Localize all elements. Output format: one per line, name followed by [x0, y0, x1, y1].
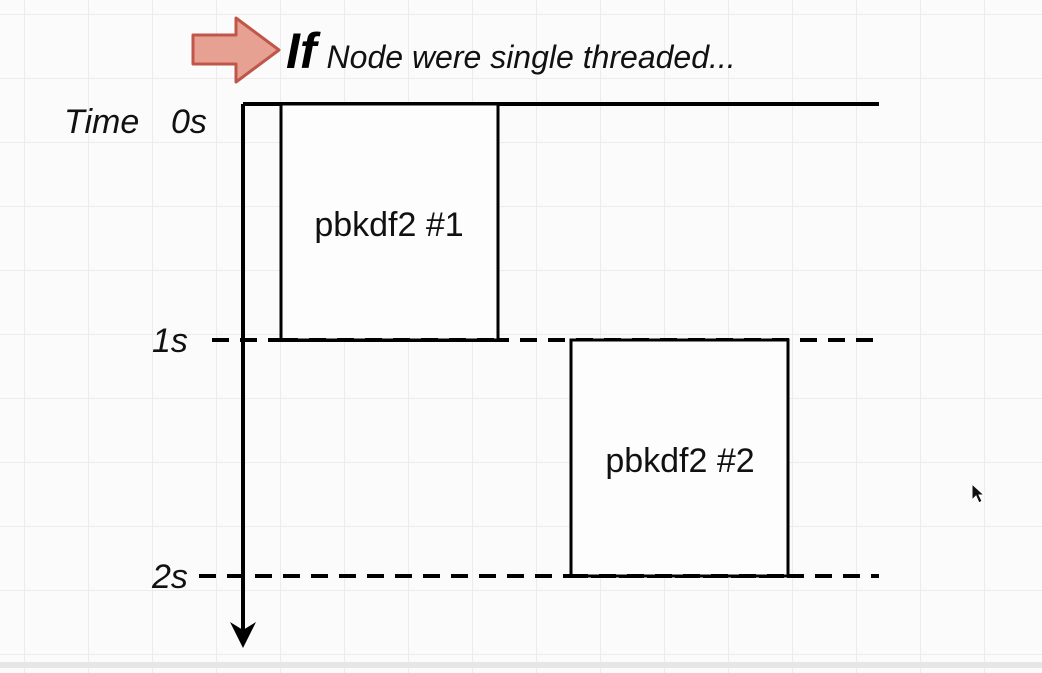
- right-arrow-icon: [191, 16, 281, 84]
- title-text: Node were single threaded...: [327, 39, 736, 75]
- tick-label-1s: 1s: [152, 322, 188, 360]
- title-emphasis: If: [286, 23, 321, 79]
- tick-label-2s: 2s: [151, 558, 188, 596]
- task-label-2: pbkdf2 #2: [605, 442, 754, 480]
- time-axis-arrowhead: [230, 622, 256, 648]
- mouse-cursor-icon: [971, 482, 986, 504]
- tick-label-0s: 0s: [171, 103, 207, 141]
- task-box-1: [279, 102, 500, 342]
- task-label-1: pbkdf2 #1: [314, 206, 463, 244]
- axis-time-label: Time: [64, 103, 139, 141]
- bottom-strip: [0, 662, 1042, 668]
- task-box-2: [569, 338, 790, 578]
